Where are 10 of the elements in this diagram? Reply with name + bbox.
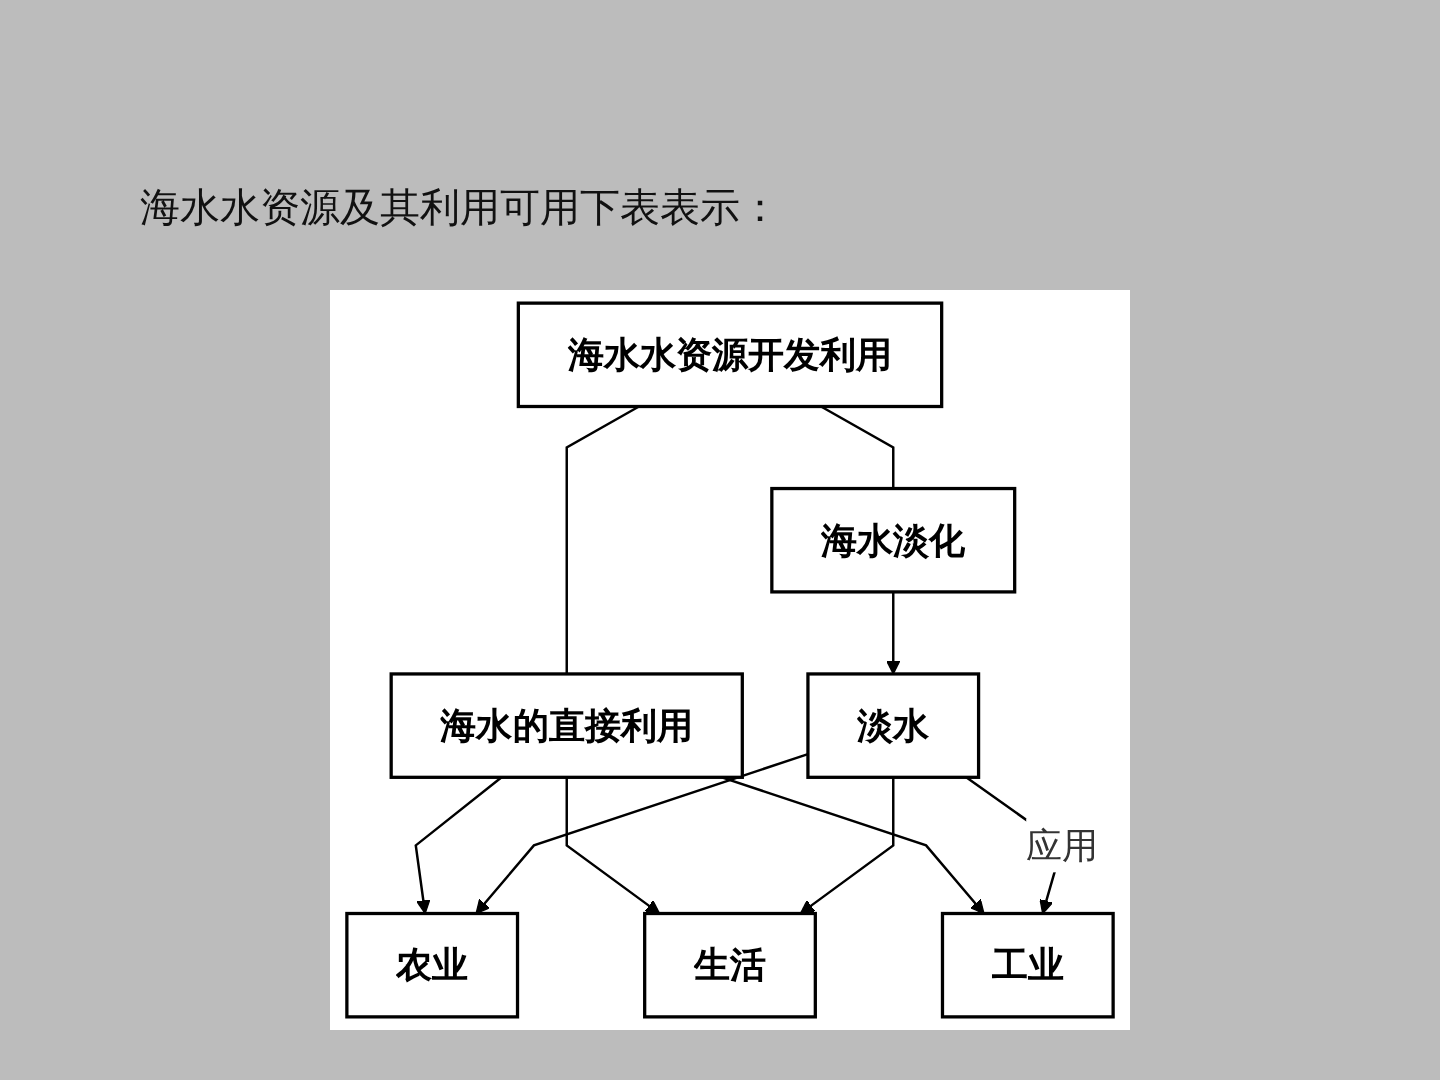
node-box: 海水水资源开发利用 xyxy=(516,301,944,409)
node-box: 海水淡化 xyxy=(770,486,1017,594)
node-box: 海水的直接利用 xyxy=(389,672,744,779)
arrow xyxy=(799,777,895,915)
edge-label: 应用 xyxy=(1026,824,1099,866)
node-box: 农业 xyxy=(345,911,520,1019)
title: 海水水资源及其利用可用下表表示： xyxy=(140,183,780,232)
node-box: 工业 xyxy=(940,911,1115,1019)
node-box: 生活 xyxy=(643,911,817,1019)
node-box: 淡水 xyxy=(806,672,981,779)
